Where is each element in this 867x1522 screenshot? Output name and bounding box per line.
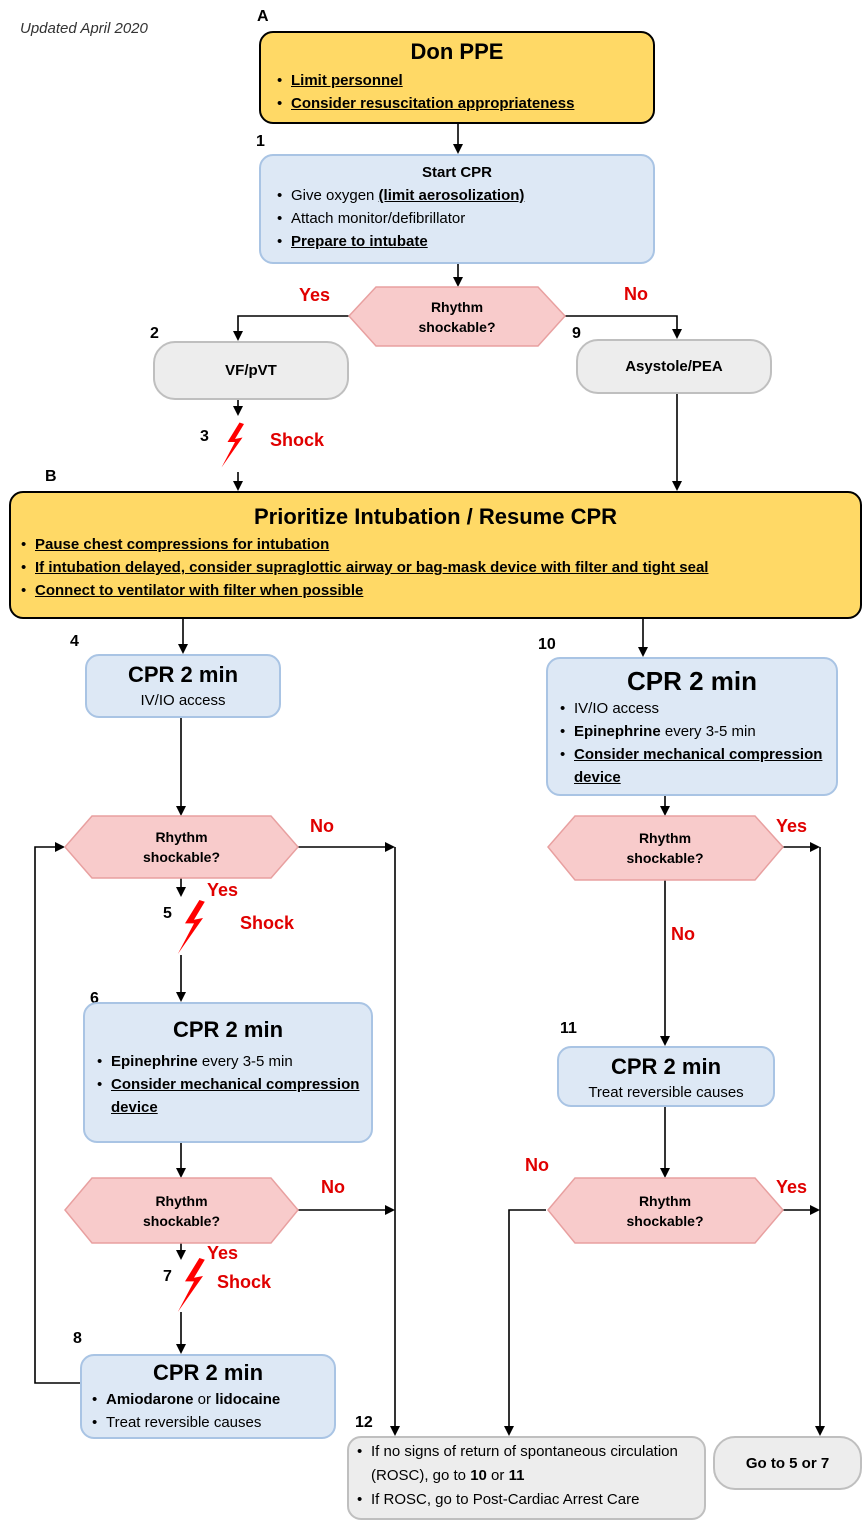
cpr-2-min-box-10: CPR 2 min IV/IO access Epinephrine every… — [546, 657, 838, 796]
cpr-2-min-box-4: CPR 2 min IV/IO access — [85, 654, 281, 718]
decision-hexagon-3 — [64, 1177, 299, 1244]
prioritize-list: Pause chest compressions for intubation … — [19, 533, 852, 602]
rhythm-shockable-label-2: Rhythm shockable? — [142, 829, 221, 865]
box10-list: IV/IO access Epinephrine every 3-5 min C… — [558, 697, 826, 789]
cpr-2-min-title: CPR 2 min — [626, 666, 758, 696]
lightning-bolt-icon — [177, 900, 205, 954]
list-item: Treat reversible causes — [90, 1411, 326, 1434]
no-label-4: No — [671, 924, 695, 944]
list-item: Consider mechanical compression device — [95, 1073, 361, 1119]
list-item: Give oxygen (limit aerosolization) — [275, 184, 639, 207]
prioritize-intubation-box: Prioritize Intubation / Resume CPR Pause… — [9, 491, 862, 619]
decision-hexagon-4 — [547, 815, 784, 881]
step-number-8: 8 — [73, 1330, 82, 1347]
step-number-7: 7 — [163, 1268, 172, 1285]
list-item: Epinephrine every 3-5 min — [558, 720, 826, 743]
yes-label-4: Yes — [776, 816, 808, 836]
list-item: Attach monitor/defibrillator — [275, 207, 639, 230]
step-number-5: 5 — [163, 905, 172, 922]
step-number-12: 12 — [355, 1414, 373, 1431]
yes-label-5: Yes — [776, 1177, 808, 1197]
no-label-3: No — [321, 1177, 345, 1197]
decision-hexagon-1 — [347, 286, 567, 347]
label-b: B — [45, 468, 57, 485]
start-cpr-title: Start CPR — [421, 164, 492, 181]
step-number-4: 4 — [70, 633, 79, 650]
decision-hexagon-2 — [64, 815, 299, 879]
step-number-2: 2 — [150, 325, 159, 342]
list-item: If no signs of return of spontaneous cir… — [355, 1440, 698, 1488]
don-ppe-list: Limit personnel Consider resuscitation a… — [275, 69, 639, 115]
rhythm-shockable-label-1: Rhythm shockable? — [418, 298, 496, 335]
decision-hexagon-5 — [547, 1177, 784, 1244]
yes-label-1: Yes — [299, 285, 331, 305]
list-item: If ROSC, go to Post-Cardiac Arrest Care — [355, 1488, 698, 1512]
cpr-2-min-title: CPR 2 min — [152, 1360, 264, 1385]
asystole-pea-box: Asystole/PEA — [576, 339, 772, 394]
start-cpr-box: Start CPR Give oxygen (limit aerosolizat… — [259, 154, 655, 264]
go-to-5-or-7-box: Go to 5 or 7 — [713, 1436, 862, 1490]
treat-reversible-causes: Treat reversible causes — [588, 1084, 744, 1101]
box12-list: If no signs of return of spontaneous cir… — [355, 1440, 698, 1512]
cpr-2-min-title: CPR 2 min — [610, 1054, 722, 1079]
don-ppe-box: Don PPE Limit personnel Consider resusci… — [259, 31, 655, 124]
list-item: Consider mechanical compression device — [558, 743, 826, 789]
list-item: IV/IO access — [558, 697, 826, 720]
label-a: A — [257, 8, 269, 25]
start-cpr-list: Give oxygen (limit aerosolization) Attac… — [275, 184, 639, 253]
don-ppe-title: Don PPE — [410, 39, 504, 64]
list-item: Connect to ventilator with filter when p… — [19, 579, 852, 602]
step-number-6: 6 — [90, 990, 99, 1007]
step-number-10: 10 — [538, 636, 556, 653]
list-item: Limit personnel — [275, 69, 639, 92]
rosc-check-box: If no signs of return of spontaneous cir… — [347, 1436, 706, 1520]
step-number-3: 3 — [200, 428, 209, 445]
cpr-2-min-box-6: CPR 2 min Epinephrine every 3-5 min Cons… — [83, 1002, 373, 1143]
step-number-11: 11 — [560, 1020, 577, 1037]
updated-note: Updated April 2020 — [20, 20, 148, 37]
shock-label-1: Shock — [270, 430, 325, 450]
step-number-9: 9 — [572, 325, 581, 342]
list-item: Epinephrine every 3-5 min — [95, 1050, 361, 1073]
list-item: Prepare to intubate — [275, 230, 639, 253]
list-item: If intubation delayed, consider supraglo… — [19, 556, 852, 579]
cpr-2-min-box-11: CPR 2 min Treat reversible causes — [557, 1046, 775, 1107]
cpr-2-min-title: CPR 2 min — [172, 1017, 284, 1042]
list-item: Pause chest compressions for intubation — [19, 533, 852, 556]
cpr-2-min-title: CPR 2 min — [127, 662, 239, 687]
box8-list: Amiodarone or lidocaine Treat reversible… — [90, 1388, 326, 1434]
no-label-5: No — [525, 1155, 549, 1175]
list-item: Amiodarone or lidocaine — [90, 1388, 326, 1411]
prioritize-title: Prioritize Intubation / Resume CPR — [253, 504, 618, 529]
shock-label-3: Shock — [217, 1272, 272, 1292]
no-label-1: No — [624, 284, 648, 304]
box6-list: Epinephrine every 3-5 min Consider mecha… — [95, 1050, 361, 1119]
rhythm-shockable-label-5: Rhythm shockable? — [626, 1192, 704, 1229]
yes-label-3: Yes — [207, 1243, 239, 1263]
lightning-bolt-icon — [177, 1258, 205, 1312]
iv-io-access: IV/IO access — [140, 692, 226, 709]
rhythm-shockable-label-4: Rhythm shockable? — [626, 830, 704, 866]
vf-pvt-box: VF/pVT — [153, 341, 349, 400]
shock-label-2: Shock — [240, 913, 295, 933]
no-label-2: No — [310, 816, 334, 836]
lightning-bolt-icon — [221, 422, 244, 468]
rhythm-shockable-label-3: Rhythm shockable? — [142, 1192, 221, 1229]
step-number-1: 1 — [256, 133, 265, 150]
decision-hexagons — [64, 286, 784, 1244]
cpr-2-min-box-8: CPR 2 min Amiodarone or lidocaine Treat … — [80, 1354, 336, 1439]
yes-label-2: Yes — [207, 880, 239, 900]
list-item: Consider resuscitation appropriateness — [275, 92, 639, 115]
